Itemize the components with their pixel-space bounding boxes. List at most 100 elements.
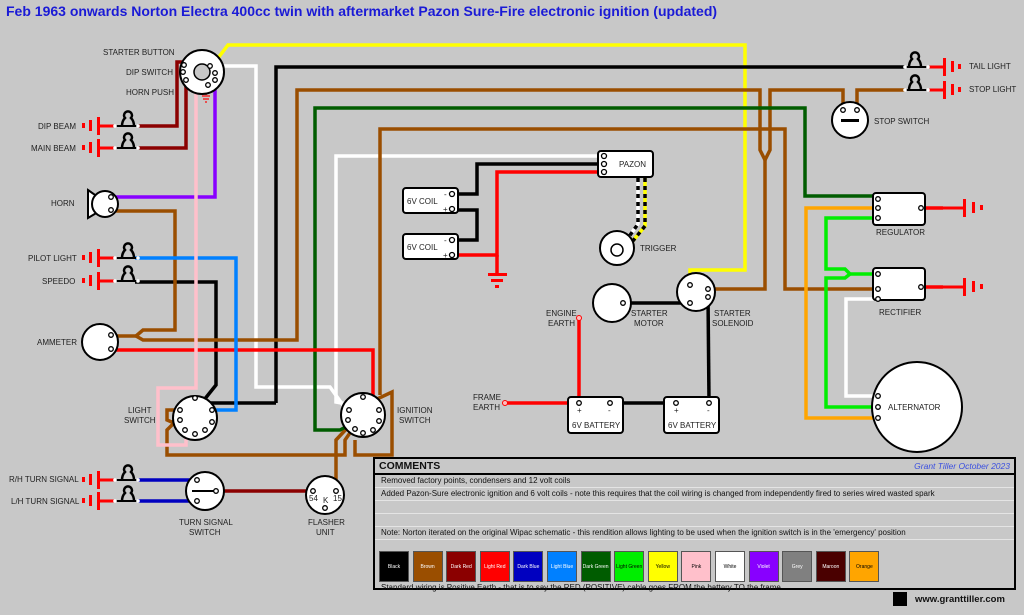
svg-text:+: +	[443, 205, 448, 214]
rectifier-earth-icon	[941, 276, 985, 298]
wire-lightgreen-1	[824, 216, 878, 276]
coil-earth-icon	[488, 273, 507, 288]
wire-white-handlebar	[220, 64, 347, 410]
rectifier	[872, 267, 926, 302]
stop-switch	[831, 101, 869, 139]
regulator-earth-icon	[941, 197, 985, 219]
wire-brown-stoplight	[855, 88, 905, 110]
svg-text:15: 15	[333, 494, 342, 503]
svg-text:SWITCH: SWITCH	[189, 528, 221, 537]
wire-brown-stop	[763, 88, 845, 161]
lh-turn-bulb-icon	[80, 484, 142, 512]
svg-text:STOP LIGHT: STOP LIGHT	[969, 85, 1016, 94]
wire-darkred-main	[138, 80, 188, 150]
ignition-switch[interactable]	[340, 392, 386, 438]
wire-dark-green	[313, 106, 878, 432]
light-switch[interactable]	[172, 395, 218, 441]
svg-text:+: +	[674, 406, 679, 415]
diagram-title: Feb 1963 onwards Norton Electra 400cc tw…	[6, 3, 718, 19]
svg-text:6V COIL: 6V COIL	[407, 197, 438, 206]
comment-line	[375, 501, 1014, 514]
svg-text:6V COIL: 6V COIL	[407, 243, 438, 252]
svg-text:+: +	[577, 406, 582, 415]
wire-trigger-yellow-dash	[630, 178, 647, 244]
svg-text:FRAME: FRAME	[473, 393, 501, 402]
wire-brown-ignition	[334, 423, 352, 488]
wire-black-coil-series	[452, 208, 479, 242]
legend-swatch-white: White	[715, 551, 745, 582]
svg-text:ALTERNATOR: ALTERNATOR	[888, 403, 941, 412]
wire-orange	[804, 206, 878, 420]
wire-darkred-dip	[138, 60, 183, 128]
svg-text:STARTER: STARTER	[714, 309, 751, 318]
alternator: ALTERNATOR	[871, 361, 963, 453]
tail-light-bulb-icon	[901, 50, 963, 78]
handlebar-switch[interactable]	[179, 49, 225, 95]
legend-swatch-orange: Orange	[849, 551, 880, 582]
wires	[110, 43, 943, 503]
svg-text:L/H TURN SIGNAL: L/H TURN SIGNAL	[11, 497, 80, 506]
svg-text:STOP SWITCH: STOP SWITCH	[874, 117, 929, 126]
wire-brown-main	[295, 88, 767, 330]
comment-line: Added Pazon-Sure electronic ignition and…	[375, 488, 1014, 501]
comments-panel: COMMENTS Grant Tiller October 2023 Remov…	[373, 457, 1016, 592]
svg-text:SWITCH: SWITCH	[124, 416, 156, 425]
legend-swatch-yellow: Yellow	[647, 551, 678, 582]
legend-swatch-light-blue: Light Blue	[547, 551, 577, 582]
svg-text:EARTH: EARTH	[473, 403, 500, 412]
svg-text:REGULATOR: REGULATOR	[876, 228, 925, 237]
standard-wiring-note: Standard wiring is Positive Earth - that…	[381, 583, 781, 592]
svg-text:54: 54	[309, 494, 318, 503]
engine-earth-point	[576, 315, 582, 321]
starter-motor	[592, 283, 632, 323]
legend-swatch-black: Black	[379, 551, 409, 582]
flasher-unit: 54 15 K	[305, 475, 345, 515]
svg-text:R/H TURN SIGNAL: R/H TURN SIGNAL	[9, 475, 79, 484]
website-link[interactable]: www.granttiller.com	[915, 593, 1005, 605]
svg-text:FLASHER: FLASHER	[308, 518, 345, 527]
wire-white-alt	[844, 297, 878, 398]
svg-text:ENGINE: ENGINE	[546, 309, 577, 318]
comment-line: Note: Norton iterated on the original Wi…	[375, 527, 1014, 540]
frame-earth-point	[502, 400, 508, 406]
svg-text:-: -	[444, 236, 447, 245]
wire-lightgreen-2	[824, 272, 878, 409]
wire-red-coil	[452, 170, 600, 257]
wire-brown-solenoid	[708, 160, 767, 291]
wire-brown-rectifier	[378, 127, 878, 395]
svg-text:+: +	[443, 251, 448, 260]
legend-swatch-pink: Pink	[681, 551, 712, 582]
horn	[87, 188, 119, 220]
svg-text:-: -	[608, 406, 611, 415]
labels: STARTER BUTTON DIP SWITCH HORN PUSH DIP …	[9, 48, 1016, 537]
svg-text:SOLENOID: SOLENOID	[712, 319, 754, 328]
svg-text:K: K	[323, 496, 329, 505]
svg-text:IGNITION: IGNITION	[397, 406, 433, 415]
legend-swatch-light-red: Light Red	[479, 551, 510, 582]
wire-brown-lightswitch	[165, 408, 354, 457]
svg-text:EARTH: EARTH	[548, 319, 575, 328]
wire-black-coil	[452, 162, 600, 196]
legend-swatch-dark-blue: Dark Blue	[513, 551, 544, 582]
svg-text:MOTOR: MOTOR	[634, 319, 664, 328]
turn-signal-switch[interactable]	[185, 471, 225, 511]
svg-text:-: -	[707, 406, 710, 415]
speedo-bulb-icon	[80, 264, 142, 292]
battery-2: +- 6V BATTERY	[663, 396, 720, 434]
svg-text:PAZON: PAZON	[619, 160, 646, 169]
logo	[893, 592, 907, 606]
legend-swatch-brown: Brown	[412, 551, 443, 582]
wire-brown-ignition-loop	[353, 389, 394, 457]
svg-text:UNIT: UNIT	[316, 528, 335, 537]
comments-author: Grant Tiller October 2023	[914, 461, 1010, 471]
wire-brown-horn	[115, 209, 299, 342]
legend-swatch-violet: Violet	[748, 551, 779, 582]
svg-text:STARTER: STARTER	[631, 309, 668, 318]
ammeter	[81, 323, 119, 361]
wire-black-solenoid-battery	[706, 295, 711, 401]
svg-text:LIGHT: LIGHT	[128, 406, 152, 415]
wire-black-tail	[274, 65, 905, 403]
dip-beam-bulb-icon	[80, 109, 142, 137]
pazon-module: PAZON	[597, 150, 654, 178]
pilot-light-bulb-icon	[80, 241, 142, 269]
